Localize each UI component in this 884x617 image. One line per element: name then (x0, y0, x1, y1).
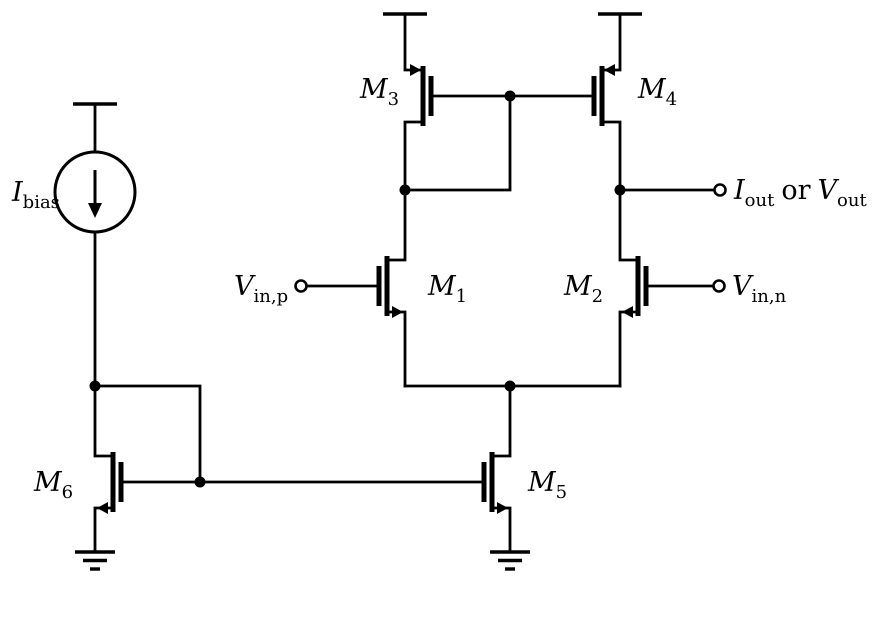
m2-nmos-arrow-icon (622, 306, 633, 318)
m4-source-wire (600, 12, 622, 72)
m5-nmos-arrow-icon (497, 502, 508, 514)
wire-m3-diode-connection (403, 94, 512, 192)
terminal-circle-vinp (294, 279, 308, 293)
m5-source-wire (490, 506, 512, 554)
m3-pmos-arrow-icon (410, 64, 421, 76)
transistor-m5 (481, 384, 512, 554)
label-vinn: Vin,n (732, 271, 787, 307)
m5-drain-wire (490, 384, 512, 458)
junction-dot-bias-node (89, 380, 101, 392)
label-m4: M4 (637, 74, 677, 110)
label-m5: M5 (527, 467, 567, 503)
label-vinp-sub: in,p (254, 286, 289, 307)
label-m4-base: M (637, 74, 667, 105)
label-m1-sub: 1 (456, 286, 467, 307)
m6-nmos-arrow-icon (97, 502, 108, 514)
m1-source-wire (385, 310, 407, 388)
m2-drain-wire (618, 188, 640, 262)
label-m3-base: M (359, 74, 389, 105)
terminal-circle-vinn (712, 279, 726, 293)
terminal-circle-output (713, 183, 727, 197)
transistor-m3 (403, 12, 434, 192)
label-m6-sub: 6 (62, 482, 73, 503)
label-m5-sub: 5 (556, 482, 567, 503)
m4-drain-wire (600, 120, 622, 192)
current-source-arrowhead-icon (88, 203, 102, 218)
m6-drain-wire (93, 384, 115, 458)
label-ibias-base: I (11, 177, 24, 208)
junction-dot-mirror-gate (194, 476, 206, 488)
transistor-m1 (305, 188, 407, 388)
label-m5-base: M (527, 467, 557, 498)
label-output-base2: V (818, 175, 840, 206)
label-vinn-base: V (732, 271, 754, 302)
current-source-ibias (53, 150, 137, 234)
transistor-m6 (93, 384, 124, 554)
m2-source-wire (618, 310, 640, 388)
junction-dot-output-node (614, 184, 626, 196)
label-m4-sub: 4 (666, 89, 677, 110)
junction-dot-pmos-gate (504, 90, 516, 102)
label-m2-sub: 2 (592, 286, 603, 307)
m3-drain-wire (403, 120, 425, 192)
label-m3: M3 (359, 74, 399, 110)
ground-m6 (75, 550, 115, 571)
label-output-base1: I (733, 175, 746, 206)
label-m2: M2 (563, 271, 603, 307)
label-output-sub2: out (837, 190, 867, 211)
wire-bias-diode-branch (93, 384, 202, 484)
transistor-m2 (618, 188, 715, 388)
label-m2-base: M (563, 271, 593, 302)
label-ibias-sub: bias (23, 192, 60, 213)
label-output-mid: or (781, 175, 810, 206)
m1-drain-wire (385, 188, 407, 262)
label-vinn-sub: in,n (752, 286, 787, 307)
label-m1-base: M (427, 271, 457, 302)
label-output-sub1: out (745, 190, 775, 211)
label-vinp: Vin,p (234, 271, 288, 307)
label-m6: M6 (33, 467, 73, 503)
m3-source-wire (403, 12, 425, 72)
junction-dot-tail-node (504, 380, 516, 392)
vdd-rail-bias (73, 102, 117, 154)
m1-nmos-arrow-icon (392, 306, 403, 318)
m4-pmos-arrow-icon (604, 64, 615, 76)
label-m6-base: M (33, 467, 63, 498)
label-vinp-base: V (234, 271, 256, 302)
junction-dot-m3-drain (399, 184, 411, 196)
label-ibias: Ibias (11, 177, 60, 213)
transistor-m4 (591, 12, 622, 192)
label-m1: M1 (427, 271, 467, 307)
label-m3-sub: 3 (388, 89, 399, 110)
ground-m5 (490, 550, 530, 571)
m6-source-wire (93, 506, 115, 554)
